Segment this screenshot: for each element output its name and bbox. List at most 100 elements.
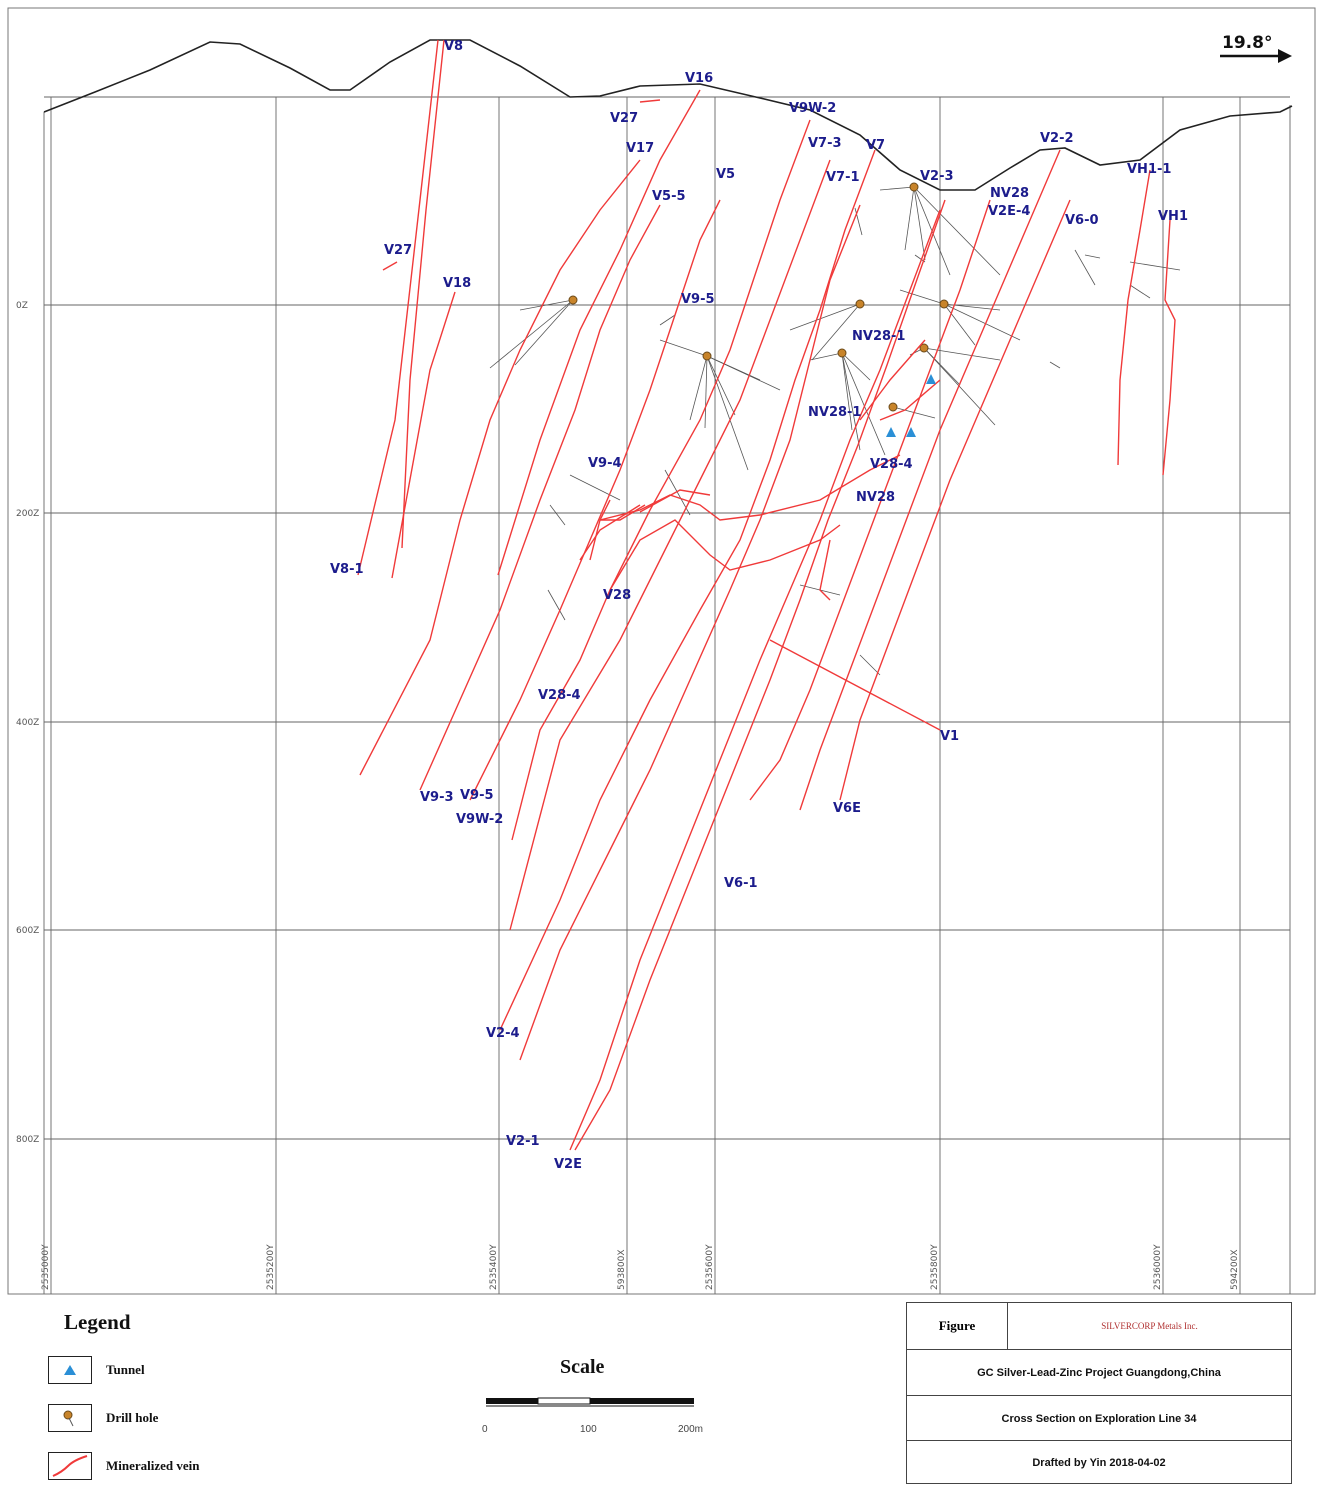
mineralized-vein: [799, 149, 1061, 811]
mineralized-vein: [499, 149, 876, 1031]
drill-trace: [859, 654, 881, 676]
title-block: Figure SILVERCORP Metals Inc. GC Silver-…: [906, 1302, 1292, 1484]
elevation-label: 0Z: [16, 301, 28, 311]
vein-label: V9-5: [681, 292, 715, 307]
vein-label: V6-0: [1065, 213, 1099, 228]
drill-trace: [789, 303, 861, 331]
drill-trace: [913, 186, 926, 261]
drill-hole-marker: [702, 351, 712, 361]
mineralized-vein: [419, 204, 661, 791]
section-title: Cross Section on Exploration Line 34: [907, 1395, 1291, 1441]
mineralized-vein: [769, 639, 941, 731]
mineralized-vein: [579, 504, 641, 561]
elevation-label: 200Z: [16, 509, 39, 519]
mineralized-vein: [819, 539, 831, 601]
drill-trace: [904, 186, 915, 251]
mineralized-vein: [859, 339, 926, 421]
vein-label: V7-1: [826, 170, 860, 185]
mineralized-vein: [509, 159, 831, 931]
vein-label: V16: [685, 71, 713, 86]
drill-hole-marker: [837, 348, 847, 358]
mineralized-vein: [600, 504, 646, 521]
grid-coordinate-label: 2535400Y: [489, 1244, 499, 1290]
drafted-by: Drafted by Yin 2018-04-02: [907, 1440, 1291, 1485]
legend-label-tunnel: Tunnel: [106, 1362, 145, 1377]
vein-label: V27: [384, 243, 412, 258]
company-logo: SILVERCORP Metals Inc.: [1101, 1321, 1198, 1331]
mineralized-vein: [599, 454, 901, 521]
mineralized-vein: [382, 261, 398, 271]
tunnel-marker: [926, 374, 936, 384]
drill-trace: [689, 355, 708, 421]
grid-coordinate-label: 2535800Y: [930, 1244, 940, 1290]
topography-profile: [43, 39, 1293, 191]
drill-trace: [923, 347, 1001, 361]
vein-label: V1: [940, 729, 959, 744]
drill-trace: [1129, 284, 1151, 299]
drill-hole-marker: [568, 295, 578, 305]
mineralized-vein: [519, 204, 861, 1061]
drill-trace: [706, 355, 736, 416]
vein-label: NV28-1: [808, 405, 861, 420]
vein-label: V2E-4: [988, 204, 1030, 219]
mineralized-vein: [1162, 219, 1176, 476]
mineralized-vein: [609, 519, 841, 591]
grid-coordinate-label: 2535000Y: [41, 1244, 51, 1290]
vein-label: NV28: [990, 186, 1029, 201]
vein-label: V5-5: [652, 189, 686, 204]
mineralized-vein: [879, 379, 941, 421]
vein-label: V18: [443, 276, 471, 291]
vein-label: V28-4: [538, 688, 581, 703]
vein-label: VH1-1: [1127, 162, 1171, 177]
drill-trace: [841, 352, 871, 381]
project-title: GC Silver-Lead-Zinc Project Guangdong,Ch…: [907, 1349, 1291, 1396]
mineralized-vein: [749, 199, 991, 801]
mineralized-vein: [569, 209, 941, 1151]
vein-label: V9-3: [420, 790, 454, 805]
vein-label: V2E: [554, 1157, 582, 1172]
drill-trace: [706, 355, 761, 381]
vein-label: V28: [603, 588, 631, 603]
mineralized-vein: [639, 489, 711, 513]
mineralized-vein: [401, 39, 445, 549]
drill-trace: [943, 303, 1021, 341]
mineralized-vein: [359, 159, 641, 776]
tunnel-marker: [886, 427, 896, 437]
mineralized-vein: [574, 199, 946, 1151]
scale-tick-200: 200m: [678, 1424, 704, 1435]
legend-item-tunnel: Tunnel: [48, 1356, 145, 1384]
mineralized-vein: [357, 39, 439, 576]
vein-label: NV28: [856, 490, 895, 505]
scale-bar: [486, 1397, 694, 1407]
mineralized-vein-icon: [48, 1452, 92, 1480]
vein-label: V7: [866, 138, 885, 153]
tunnel-icon: [48, 1356, 92, 1384]
tunnels: [886, 374, 936, 437]
drill-trace: [569, 474, 621, 501]
north-arrow-label: 19.8°: [1222, 33, 1272, 53]
drill-trace: [841, 352, 861, 451]
grid-coordinate-label: 594200X: [1230, 1249, 1240, 1290]
mineralized-vein: [391, 291, 456, 579]
vein-label: V2-4: [486, 1026, 520, 1041]
figure-label: Figure: [907, 1303, 1008, 1349]
drill-hole-marker: [909, 182, 919, 192]
vein-label: V17: [626, 141, 654, 156]
vein-label: V9-5: [460, 788, 494, 803]
drill-trace: [899, 289, 945, 305]
drill-trace: [923, 347, 996, 426]
vein-label: V2-3: [920, 169, 954, 184]
drill-trace: [841, 352, 886, 456]
vein-label: V6-1: [724, 876, 758, 891]
drill-hole-marker: [888, 402, 898, 412]
drill-hole-icon: [48, 1404, 92, 1432]
legend-item-mineralized-vein: Mineralized vein: [48, 1452, 200, 1480]
elevation-label: 600Z: [16, 926, 39, 936]
vein-label: NV28-1: [852, 329, 905, 344]
vein-label: V28-4: [870, 457, 913, 472]
grid-coordinate-label: 2536000Y: [1153, 1244, 1163, 1290]
legend-title: Legend: [64, 1310, 131, 1334]
drill-trace: [943, 303, 976, 346]
